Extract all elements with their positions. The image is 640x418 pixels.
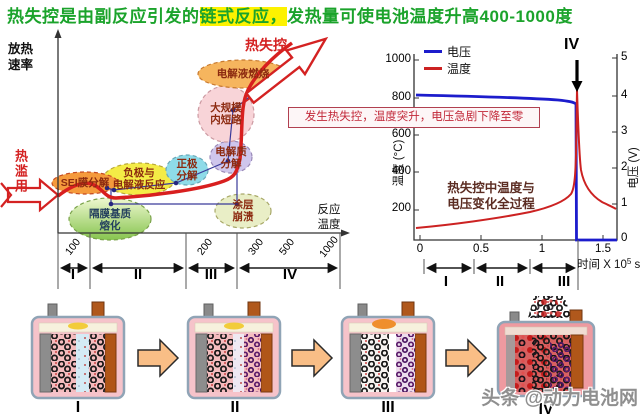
temp-axis-tick-600: 600 (391, 128, 411, 140)
cell-stage-2 (186, 301, 282, 400)
event-anode-label: 负极与 电解液反应 (112, 167, 166, 192)
left-x-axis-label: 反应 温度 (317, 204, 341, 231)
temp-axis-tick-800: 800 (391, 91, 411, 103)
time-axis-title-main: 时间 X 10 (577, 259, 627, 271)
title-highlight: 链式反应， (199, 7, 287, 26)
abuse-block-arrow (6, 177, 60, 213)
runaway-block-arrow (244, 36, 329, 105)
right-chart (413, 54, 618, 290)
left-phase-1: I (70, 266, 76, 283)
volt-axis-title: 电压 (V) (628, 147, 640, 189)
title-part1: 热失控是由副反应引发的 (7, 7, 200, 26)
page-title: 热失控是由副反应引发的链式反应，发热量可使电池温度升高400-1000度 (7, 2, 573, 27)
stage-arrow-2 (291, 338, 334, 378)
watermark: 头条 @动力电池网 (481, 388, 638, 409)
stage-label-2: II (230, 399, 240, 416)
heat-rate-curve (56, 41, 294, 200)
event-separator-label: 隔膜基质 熔化 (89, 208, 131, 233)
stage-label-3: III (381, 399, 395, 416)
left-phase-2: II (133, 266, 143, 283)
left-phase-3: III (204, 266, 218, 283)
legend: 电压 温度 (424, 43, 471, 77)
volt-axis-tick-3: 3 (621, 125, 628, 137)
temp-axis-tick-400: 400 (391, 165, 411, 177)
abuse-chevron (0, 182, 13, 208)
temp-axis-tick-200: 200 (391, 202, 411, 214)
phase-boundaries (57, 233, 341, 289)
event-combustion-label: 电解液燃烧 (216, 68, 270, 80)
process-annotation: 热失控中温度与 电压变化全过程 (447, 181, 535, 212)
stage-label-1: I (75, 399, 81, 416)
thermal-runaway-label: 热失控 (245, 37, 287, 53)
time-axis-title: 时间 X 105 s (577, 256, 640, 272)
temp-axis-title: 温度 (°C) (393, 139, 405, 187)
legend-temperature-label: 温度 (447, 62, 472, 76)
right-phase-bars (423, 240, 579, 290)
left-y-axis-label: 放热 速率 (8, 42, 34, 73)
volt-axis-tick-0: 0 (621, 232, 628, 244)
runaway-annotation-box: 发生热失控，温度突升，电压急剧下降至零 (288, 107, 540, 128)
stage-label-4: IV (538, 401, 554, 418)
x-axis-arrowhead (341, 229, 350, 237)
temperature-line-swatch (424, 67, 442, 70)
left-chart (0, 29, 350, 289)
title-part2: 发热量可使电池温度升高400-1000度 (287, 7, 573, 26)
y-axis-arrowhead (54, 29, 62, 38)
voltage-curve (415, 93, 617, 242)
stage-iv-arrowhead (571, 81, 583, 92)
event-electrolyte-label: 电解质 分解 (215, 146, 247, 171)
temperature-curve (415, 89, 617, 229)
volt-axis-tick-5: 5 (621, 51, 628, 63)
thermal-abuse-label: 热滥用 (13, 149, 28, 194)
cell-stage-4 (496, 296, 596, 398)
volt-axis-tick-2: 2 (621, 161, 628, 173)
event-sei-label: SEI膜分解 (60, 177, 110, 189)
right-phase-1: I (443, 273, 449, 290)
event-short-circuit-label: 大规模 内短路 (210, 102, 242, 127)
time-tick-15: 1.5 (595, 243, 611, 255)
voltage-line-swatch (424, 50, 442, 53)
left-phase-4: IV (282, 266, 298, 283)
legend-voltage-label: 电压 (447, 45, 472, 59)
stage-arrow-3 (445, 338, 488, 378)
ellipse-coating-collapse (214, 193, 272, 229)
temp-axis-tick-1000: 1000 (385, 53, 411, 65)
event-coating-label: 涂层 崩溃 (232, 199, 254, 224)
cell-stage-3 (340, 301, 436, 400)
volt-axis-tick-4: 4 (621, 89, 628, 101)
right-axes (413, 54, 618, 241)
cell-stage-1 (30, 301, 126, 400)
time-tick-1: 1 (538, 243, 546, 255)
right-phase-2: II (495, 273, 505, 290)
time-tick-0: 0 (416, 243, 424, 255)
stage-arrow-1 (137, 338, 180, 378)
time-tick-05: 0.5 (473, 243, 489, 255)
axis-ticks (414, 57, 617, 240)
volt-axis-tick-1: 1 (621, 197, 628, 209)
time-axis-title-unit: s (631, 259, 640, 271)
stage-iv-marker: IV (564, 36, 580, 53)
time-axis-title-exponent: 5 (626, 257, 632, 266)
event-cathode-label: 正极 分解 (176, 158, 198, 183)
right-phase-3: III (557, 273, 571, 290)
